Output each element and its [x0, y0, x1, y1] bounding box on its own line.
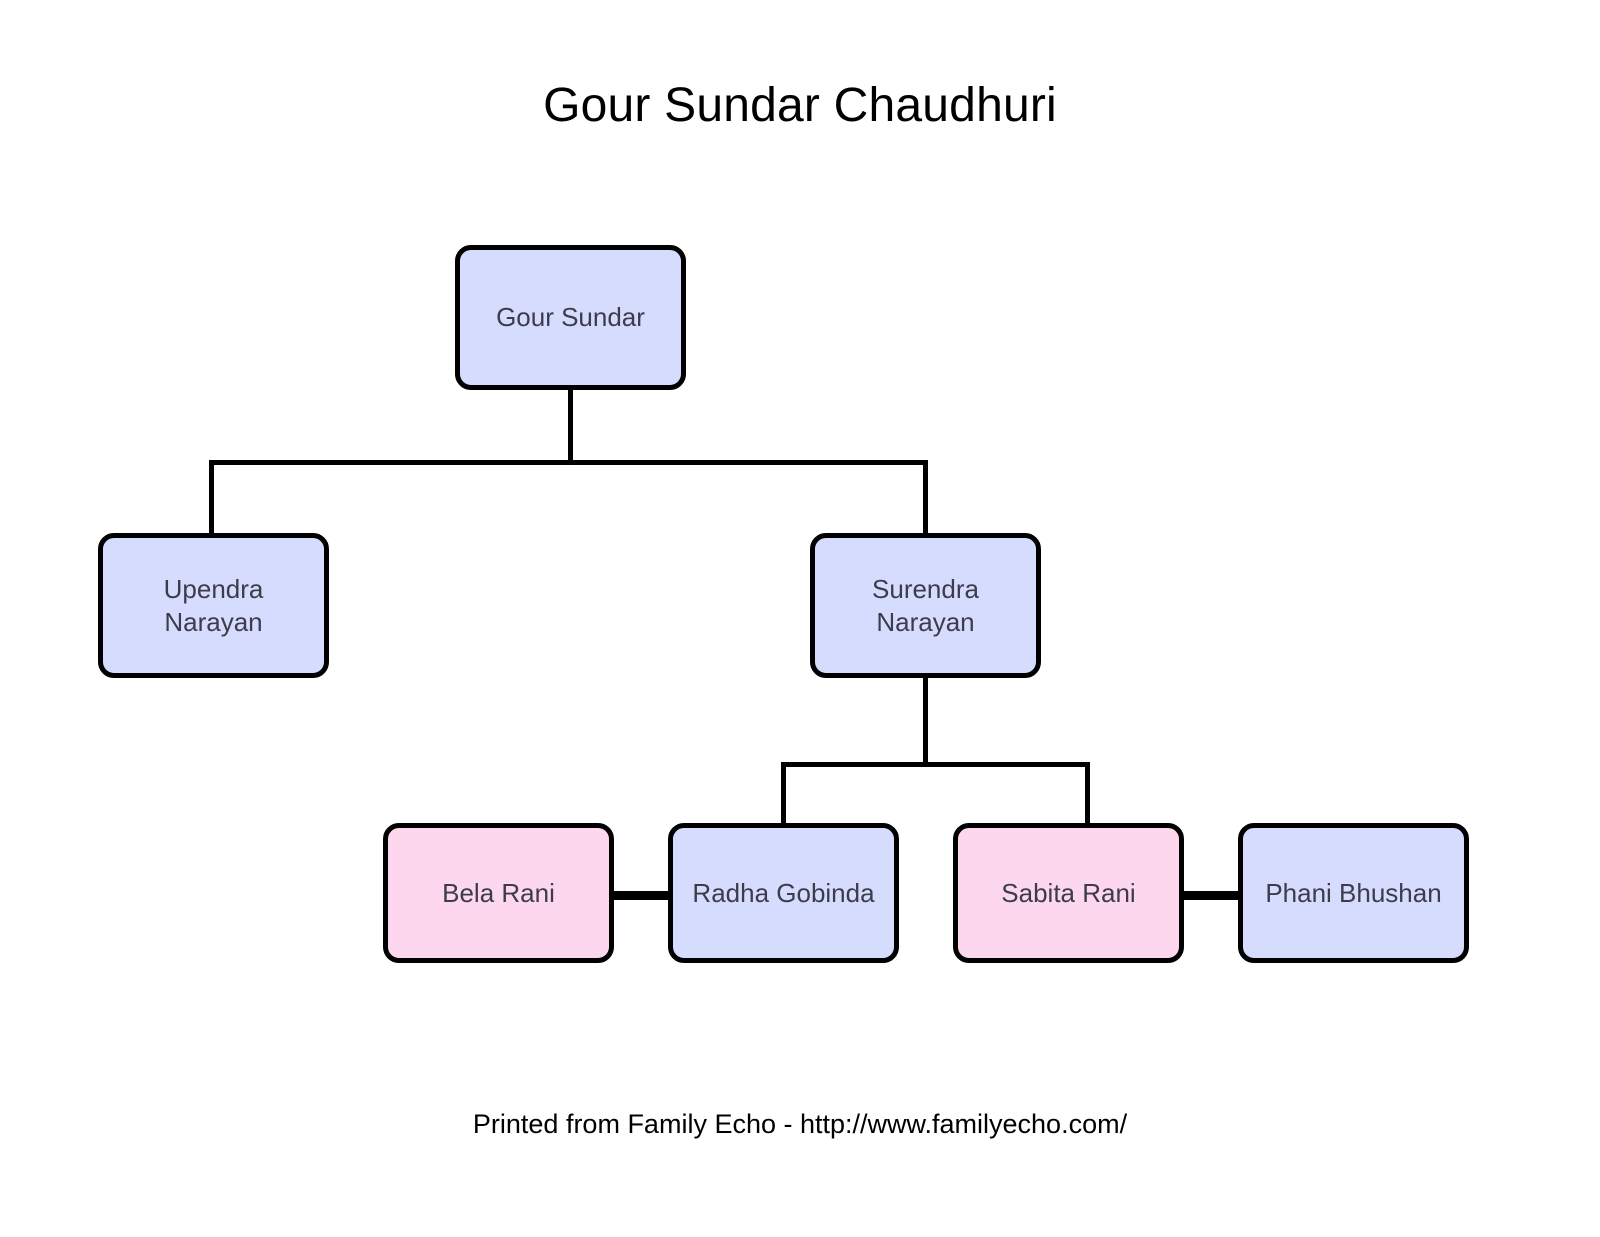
person-node-phani-bhushan[interactable]: Phani Bhushan [1238, 823, 1469, 963]
person-label-line1: Surendra [872, 574, 979, 604]
connector-drop-surendra [923, 460, 928, 535]
connector-gen3-bar [781, 762, 1090, 767]
spouse-link-bela-radha [608, 891, 674, 900]
person-label: Phani Bhushan [1265, 877, 1442, 908]
person-label: Sabita Rani [1001, 877, 1136, 908]
person-label: Gour Sundar [496, 302, 645, 333]
spouse-link-sabita-phani [1178, 891, 1244, 900]
connector-surendra-stem [923, 678, 928, 765]
person-node-bela-rani[interactable]: Bela Rani [383, 823, 614, 963]
connector-drop-sabita-rani [1085, 762, 1090, 840]
footer-credit: Printed from Family Echo - http://www.fa… [472, 1109, 1128, 1139]
person-label: Upendra Narayan [164, 573, 264, 638]
person-node-surendra-narayan[interactable]: Surendra Narayan [810, 533, 1041, 678]
person-label-line1: Upendra [163, 574, 264, 604]
connector-drop-radha-gobinda [781, 762, 786, 840]
page-title: Gour Sundar Chaudhuri [543, 79, 1057, 132]
person-label-line2: Narayan [164, 606, 263, 637]
connector-drop-upendra [209, 460, 214, 535]
person-node-radha-gobinda[interactable]: Radha Gobinda [668, 823, 899, 963]
person-label: Radha Gobinda [692, 877, 875, 908]
person-label: Bela Rani [442, 877, 555, 908]
person-node-sabita-rani[interactable]: Sabita Rani [953, 823, 1184, 963]
person-node-gour-sundar[interactable]: Gour Sundar [455, 245, 686, 390]
connector-root-stem [568, 390, 573, 464]
person-label-line2: Narayan [876, 606, 975, 637]
person-node-upendra-narayan[interactable]: Upendra Narayan [98, 533, 329, 678]
connector-gen2-bar [209, 460, 928, 465]
person-label: Surendra Narayan [872, 573, 979, 638]
